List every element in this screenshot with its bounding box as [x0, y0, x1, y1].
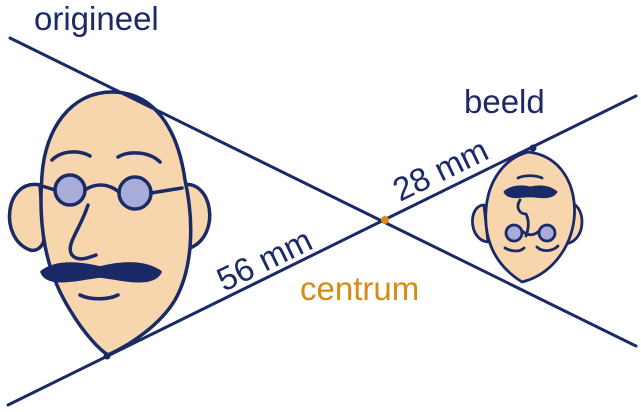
- original-mustache: [40, 262, 162, 283]
- small-brow-right: [535, 244, 560, 253]
- line-top-to-bottom: [8, 36, 638, 348]
- small-mouth: [516, 174, 544, 180]
- small-right-lens: [537, 223, 557, 243]
- original-nose: [68, 203, 98, 261]
- label-original: origineel: [34, 0, 159, 37]
- original-chin-point: [103, 352, 111, 360]
- original-face-icon: [7, 90, 212, 357]
- original-mouth: [78, 293, 120, 301]
- image-mustache: [503, 185, 558, 199]
- image-top-point: [529, 144, 537, 152]
- left-eyebrow: [50, 150, 92, 162]
- small-left-ear: [471, 203, 490, 244]
- label-distance-image: 28 mm: [387, 131, 494, 208]
- image-head: [484, 150, 576, 284]
- original-head: [39, 90, 193, 357]
- left-lens: [53, 173, 87, 207]
- label-center: centrum: [300, 270, 419, 307]
- glasses-bridge: [83, 183, 121, 194]
- glasses-arm-left: [40, 184, 57, 192]
- image-nose: [516, 198, 530, 238]
- center-point: [381, 216, 389, 224]
- small-left-lens: [504, 223, 524, 243]
- image-face-icon: [471, 150, 584, 284]
- label-image: beeld: [464, 83, 545, 120]
- right-eyebrow: [116, 151, 162, 164]
- small-brow-left: [503, 246, 526, 253]
- left-ear: [7, 182, 46, 253]
- small-glasses-bridge: [520, 229, 541, 237]
- glasses-arm-right: [149, 186, 184, 195]
- right-lens: [117, 175, 153, 211]
